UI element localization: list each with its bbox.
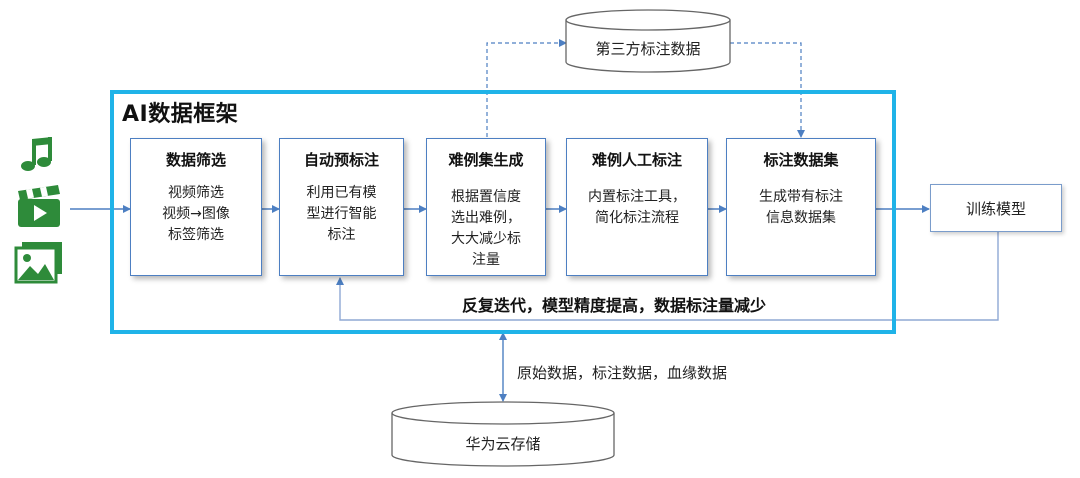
stage-data-filter: 数据筛选 视频筛选 视频→图像 标签筛选 [130, 138, 262, 276]
stage-auto-prelabel: 自动预标注 利用已有模 型进行智能 标注 [279, 138, 404, 276]
stage-description: 内置标注工具， 简化标注流程 [588, 189, 686, 226]
third-party-data-label: 第三方标注数据 [595, 40, 701, 58]
video-icon [14, 185, 64, 233]
train-model-box: 训练模型 [930, 184, 1062, 232]
music-icon [14, 135, 58, 179]
storage-flow-label: 原始数据，标注数据，血缘数据 [517, 364, 728, 382]
feedback-loop-line [336, 232, 999, 321]
stage-title: 数据筛选 [165, 151, 226, 169]
third-party-outbound [486, 39, 567, 137]
stage-hard-example-manual-label: 难例人工标注 内置标注工具， 简化标注流程 [566, 138, 708, 276]
stage-title: 自动预标注 [303, 151, 379, 169]
image-icon [14, 240, 64, 290]
stage-description: 根据置信度 选出难例， 大大减少标 注量 [451, 189, 521, 268]
stage-title: 难例集生成 [448, 151, 524, 169]
stage-description: 利用已有模 型进行智能 标注 [306, 185, 377, 243]
cloud-storage-label: 华为云存储 [465, 435, 541, 453]
third-party-inbound [730, 42, 805, 138]
stage-title: 难例人工标注 [591, 151, 682, 169]
storage-cylinder [391, 401, 615, 467]
stage-title: 标注数据集 [763, 151, 839, 169]
stage-description: 生成带有标注 信息数据集 [759, 189, 843, 226]
third-party-cylinder [565, 9, 731, 73]
stage-hard-example-generation: 难例集生成 根据置信度 选出难例， 大大减少标 注量 [426, 138, 546, 276]
feedback-loop-label: 反复迭代，模型精度提高，数据标注量减少 [462, 296, 767, 315]
stage-labeled-dataset: 标注数据集 生成带有标注 信息数据集 [726, 138, 876, 276]
ai-data-framework [110, 90, 896, 334]
framework-title: AI数据框架 [122, 102, 239, 127]
train-model-label: 训练模型 [965, 199, 1026, 218]
stage-description: 视频筛选 视频→图像 标签筛选 [162, 185, 230, 243]
